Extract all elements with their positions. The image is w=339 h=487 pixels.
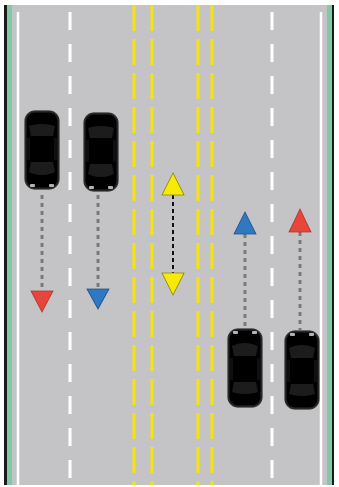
car-blue-northbound (228, 329, 262, 407)
road-surface (12, 5, 327, 485)
car-blue-southbound (84, 113, 118, 191)
left-shoulder (7, 5, 12, 485)
car-red-southbound (25, 111, 59, 189)
car-red-northbound (285, 331, 319, 409)
right-shoulder (327, 5, 332, 485)
